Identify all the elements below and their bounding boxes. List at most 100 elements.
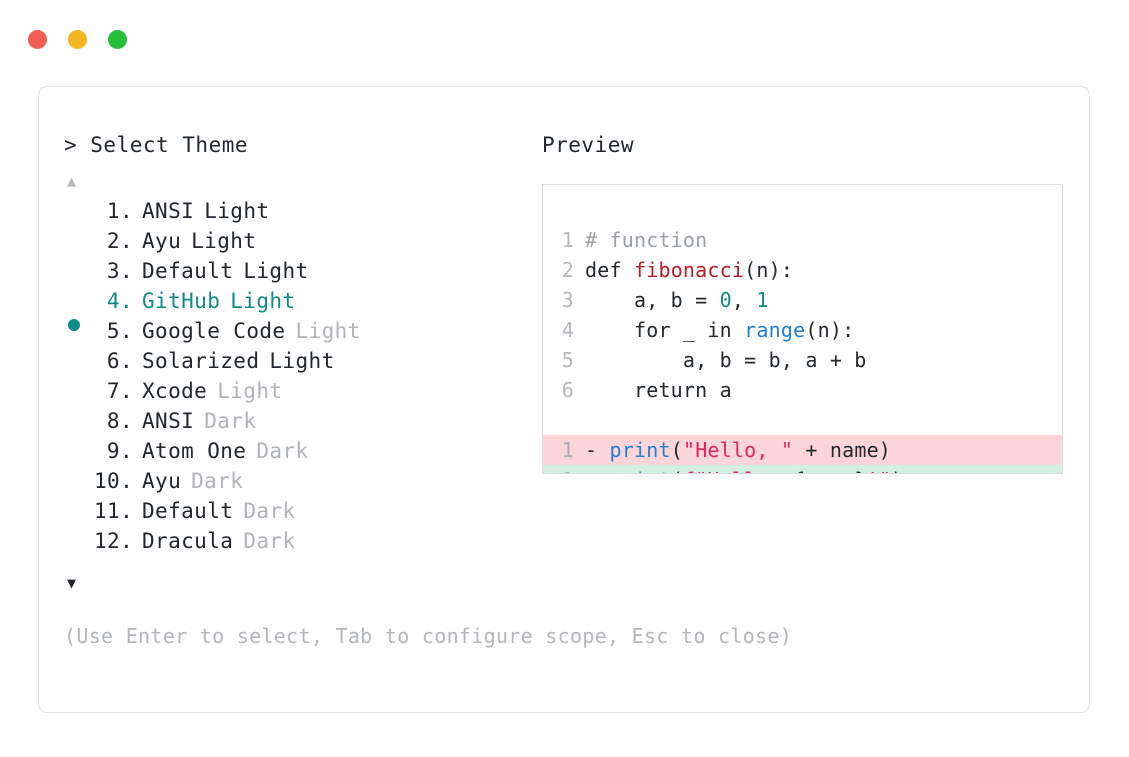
theme-item-index: 3. — [106, 259, 133, 283]
theme-item-index: 4. — [106, 289, 133, 313]
code-line-content: # function — [585, 225, 1062, 255]
theme-item-variant: Light — [295, 319, 361, 343]
code-token: ( — [670, 438, 683, 462]
theme-item-variant: Light — [243, 259, 309, 283]
code-line-content: a, b = b, a + b — [585, 345, 1062, 375]
code-token: + — [585, 468, 609, 473]
theme-list-item[interactable]: 3. Default Light — [64, 256, 534, 286]
theme-list-item[interactable]: 4. GitHub Light — [64, 286, 534, 331]
theme-item-index: 2. — [106, 229, 133, 253]
theme-item-index: 11. — [94, 499, 134, 523]
theme-item-index: 12. — [94, 529, 134, 553]
code-line-content: a, b = 0, 1 — [585, 285, 1062, 315]
theme-item-name: GitHub — [142, 289, 221, 313]
theme-item-variant: Light — [204, 199, 270, 223]
theme-item-name: Google Code — [142, 319, 286, 343]
code-token: !" — [867, 468, 891, 473]
keyboard-hint: (Use Enter to select, Tab to configure s… — [64, 624, 793, 648]
theme-item-variant: Light — [230, 289, 296, 313]
window-traffic-lights — [28, 30, 127, 49]
code-token: {name} — [793, 468, 866, 473]
minimize-button[interactable] — [68, 30, 87, 49]
scroll-up-icon[interactable]: ▲ — [67, 172, 77, 190]
code-token: return a — [585, 378, 732, 402]
code-line-content: for _ in range(n): — [585, 315, 1062, 345]
theme-list-item[interactable]: 10. Ayu Dark — [64, 466, 534, 496]
theme-item-variant: Dark — [256, 439, 309, 463]
theme-list-item[interactable]: 2. Ayu Light — [64, 226, 534, 256]
theme-item-index: 5. — [106, 319, 133, 343]
code-line-number: 2 — [561, 258, 574, 282]
theme-item-name: Xcode — [142, 379, 208, 403]
code-line: 5 a, b = b, a + b — [543, 345, 1062, 375]
code-token: ( — [671, 468, 683, 473]
code-blank-line — [543, 405, 1062, 435]
code-token: + name) — [793, 438, 892, 462]
theme-list-item[interactable]: 9. Atom One Dark — [64, 436, 534, 466]
code-line-content: return a — [585, 375, 1062, 405]
maximize-button[interactable] — [108, 30, 127, 49]
code-line: 1 # function — [543, 225, 1062, 255]
code-line-content: def fibonacci(n): — [585, 255, 1062, 285]
code-line-number: 1 — [561, 438, 574, 462]
theme-item-variant: Light — [269, 349, 335, 373]
theme-item-index: 6. — [106, 349, 133, 373]
code-token: fibonacci — [633, 258, 745, 282]
theme-item-variant: Light — [191, 229, 257, 253]
code-line: 4 for _ in range(n): — [543, 315, 1062, 345]
theme-item-name: Ayu — [142, 469, 182, 493]
theme-item-name: Ayu — [142, 229, 182, 253]
code-line-number: 6 — [561, 378, 574, 402]
code-line-content: - print("Hello, " + name) — [585, 435, 1062, 465]
code-token: print — [609, 468, 670, 473]
selection-bullet-icon — [68, 319, 80, 331]
code-token: 0 — [719, 288, 732, 312]
code-token: (n): — [744, 258, 794, 282]
theme-item-variant: Dark — [243, 529, 296, 553]
code-token: for _ in — [585, 318, 745, 342]
code-token: (n): — [805, 318, 855, 342]
code-token: f"Hello, — [683, 468, 793, 473]
theme-item-variant: Dark — [191, 469, 244, 493]
code-token: "Hello, " — [682, 438, 794, 462]
theme-item-index: 1. — [106, 199, 133, 223]
theme-item-index: 9. — [106, 439, 133, 463]
code-line-removed: 1 - print("Hello, " + name) — [543, 435, 1062, 465]
theme-item-name: Atom One — [142, 439, 247, 463]
code-line-number: 3 — [561, 288, 574, 312]
code-line-content: + print(f"Hello, {name}!") — [585, 465, 1062, 473]
theme-item-index: 8. — [106, 409, 133, 433]
code-token: a, b = — [585, 288, 720, 312]
theme-item-index: 10. — [94, 469, 134, 493]
code-line: 6 return a — [543, 375, 1062, 405]
close-button[interactable] — [28, 30, 47, 49]
selector-prompt: > Select Theme — [64, 133, 249, 157]
theme-list-item[interactable]: 5. Google Code Light — [64, 316, 534, 346]
code-line-added: 1+ print(f"Hello, {name}!") — [543, 465, 1062, 473]
scroll-down-icon[interactable]: ▼ — [67, 574, 77, 592]
code-token: range — [744, 318, 806, 342]
preview-panel: Preview 1 # function 2 def fibonacci(n): 3 a… — [542, 132, 1067, 474]
code-token: ) — [891, 468, 903, 473]
code-line-number: 1 — [561, 228, 574, 252]
code-token: - — [585, 438, 610, 462]
code-token: # function — [585, 228, 708, 252]
code-line-number: 5 — [561, 348, 574, 372]
theme-item-name: Default — [142, 259, 234, 283]
code-token: , — [731, 288, 757, 312]
preview-code-box: 1 # function 2 def fibonacci(n): 3 a, b = 0,… — [542, 184, 1063, 474]
code-token: a, b = b, a + b — [585, 348, 867, 372]
code-line-number: 1 — [543, 465, 585, 473]
theme-item-variant: Dark — [204, 409, 257, 433]
theme-item-variant: Light — [217, 379, 283, 403]
preview-title: Preview — [542, 133, 635, 157]
